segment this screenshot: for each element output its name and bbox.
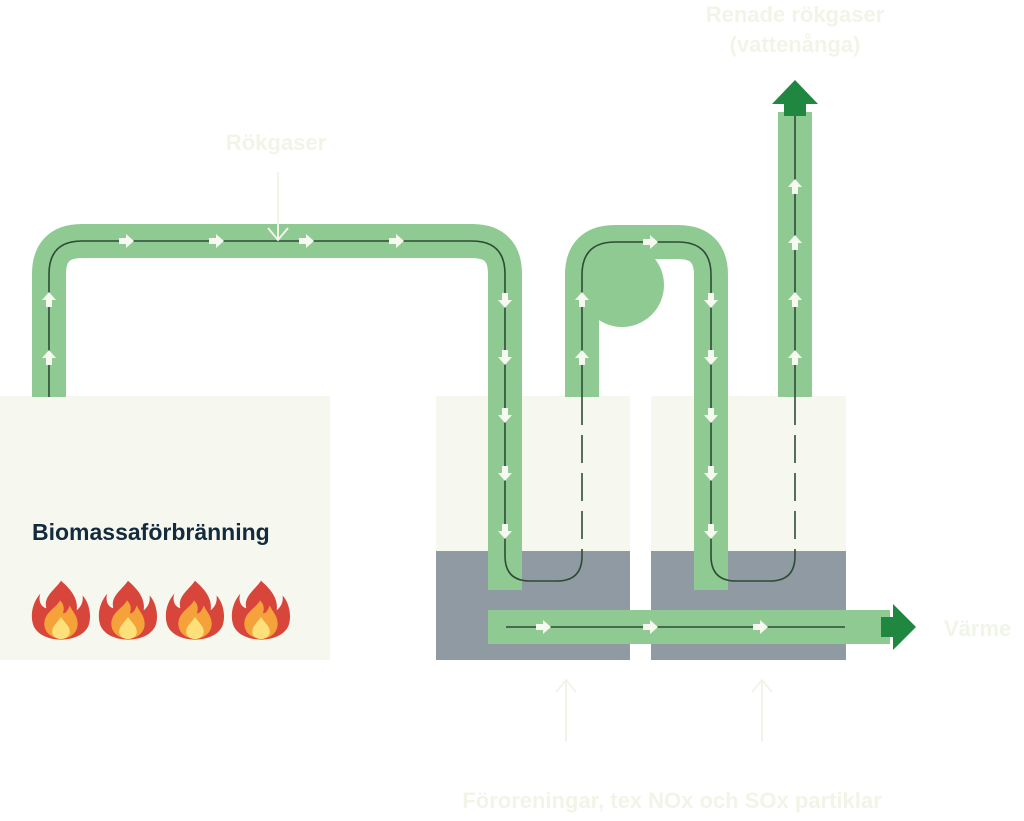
flow-arrow-icon	[704, 408, 718, 423]
flow-arrow-icon	[498, 466, 512, 481]
outlet-arrow-icon	[772, 80, 818, 116]
flow-arrow-icon	[42, 350, 56, 365]
pollutants-label: Föroreningar, tex NOx och SOx partiklar	[462, 788, 882, 813]
flow-arrow-icon	[209, 234, 224, 248]
flow-arrow-icon	[704, 524, 718, 539]
flow-arrow-icon	[704, 466, 718, 481]
flow-arrow-icon	[643, 620, 658, 634]
input-arrow-icon	[267, 172, 773, 742]
flow-arrow-icon	[704, 293, 718, 308]
flow-arrow-icon	[498, 350, 512, 365]
cleaned-gas-label-line2: (vattenånga)	[730, 32, 861, 57]
flow-arrow-icon	[788, 292, 802, 307]
flow-arrow-icon	[575, 292, 589, 307]
cleaned-gas-label-line1: Renade rökgaser	[706, 2, 885, 27]
flow-arrow-icon	[299, 234, 314, 248]
pipe-junction	[580, 243, 664, 327]
flow-arrow-icon	[788, 350, 802, 365]
flow-arrow-icon	[498, 408, 512, 423]
flow-arrow-icon	[704, 350, 718, 365]
flow-arrow-icon	[389, 234, 404, 248]
scrubber-2-upper	[651, 396, 846, 552]
flow-arrow-icon	[643, 235, 658, 249]
flow-arrow-icon	[42, 292, 56, 307]
scrubber-1-upper	[436, 396, 630, 552]
flow-arrow-icon	[575, 350, 589, 365]
heat-arrow-icon	[881, 604, 916, 650]
flue-gas-label: Rökgaser	[226, 130, 327, 155]
heat-label: Värme	[944, 616, 1011, 641]
flow-arrows	[42, 179, 802, 634]
combustion-title: Biomassaförbränning	[32, 519, 270, 545]
flow-arrow-icon	[119, 234, 134, 248]
flow-arrow-icon	[498, 524, 512, 539]
flow-arrow-icon	[536, 620, 551, 634]
flow-arrow-icon	[498, 293, 512, 308]
flow-arrow-icon	[753, 620, 768, 634]
flow-arrow-icon	[788, 235, 802, 250]
flow-arrow-icon	[788, 179, 802, 194]
